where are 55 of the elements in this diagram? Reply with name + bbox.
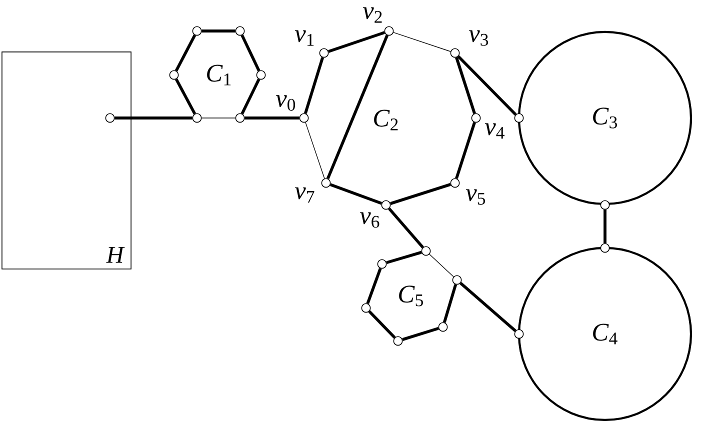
- vertex: [452, 275, 462, 285]
- edge: [366, 268, 382, 304]
- vertex: [514, 113, 524, 123]
- vertex: [514, 329, 524, 339]
- vertex: [361, 303, 371, 313]
- edge: [330, 183, 382, 205]
- vertex: [235, 113, 245, 123]
- vertex: [105, 113, 115, 123]
- edge: [174, 34, 196, 72]
- edge: [388, 208, 424, 248]
- vertex-label: v$_{3}$: [468, 30, 488, 46]
- vertex-label: v$_{4}$: [484, 123, 504, 139]
- edge: [240, 34, 260, 72]
- vertex: [421, 246, 431, 256]
- edge: [455, 122, 476, 179]
- thin-edge: [393, 32, 451, 52]
- vertex: [235, 26, 245, 36]
- vertex-label: v$_{1}$: [294, 30, 314, 46]
- edge: [457, 55, 517, 116]
- thin-edge: [305, 122, 325, 179]
- vertex: [438, 322, 448, 332]
- vertex-label: v$_{7}$: [294, 187, 314, 203]
- vertex: [192, 26, 202, 36]
- thin-edge: [429, 254, 454, 278]
- edge: [460, 282, 516, 332]
- cycle-label: C$_{1}$: [207, 64, 231, 86]
- subgraph-box: H: [2, 52, 132, 270]
- vertex-label: v$_{0}$: [276, 95, 296, 111]
- cycle-label: C$_{5}$: [399, 286, 423, 306]
- edge: [244, 116, 300, 120]
- edge: [328, 31, 385, 53]
- vertex: [169, 70, 179, 80]
- edge: [114, 116, 192, 120]
- edge: [442, 284, 458, 323]
- edge: [402, 327, 439, 341]
- vertex: [377, 259, 387, 269]
- edge: [326, 34, 389, 180]
- vertex: [256, 70, 266, 80]
- edge: [390, 183, 451, 205]
- vertex-label: v$_{2}$: [362, 7, 382, 23]
- vertex: [393, 336, 403, 346]
- edge: [455, 57, 476, 114]
- vertex-label: v$_{5}$: [466, 189, 486, 205]
- vertex-label: v$_{6}$: [360, 212, 380, 228]
- cycle-label: C$_{2}$: [374, 110, 398, 130]
- vertex: [600, 200, 610, 210]
- edge: [202, 30, 236, 32]
- edge: [240, 78, 260, 114]
- edge: [174, 78, 196, 115]
- vertex: [600, 243, 610, 253]
- edge: [368, 310, 396, 339]
- edge: [304, 57, 324, 114]
- edge: [386, 250, 422, 264]
- edge: [604, 210, 606, 244]
- vertex: [192, 113, 202, 123]
